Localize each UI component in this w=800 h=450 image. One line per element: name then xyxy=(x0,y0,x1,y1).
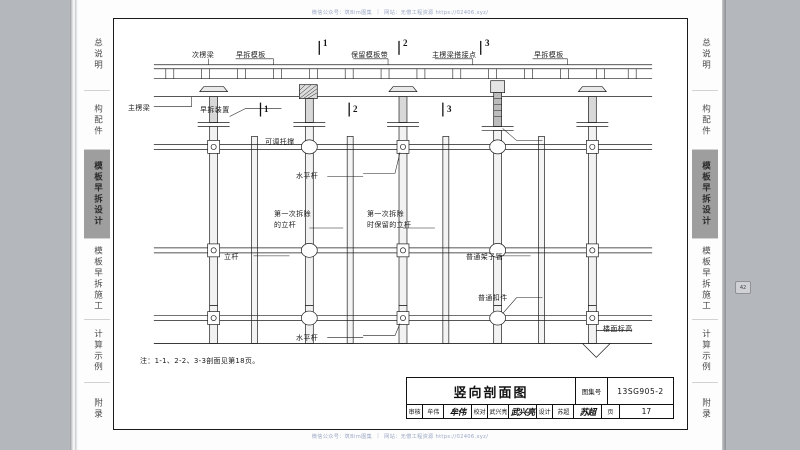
label-putong-koujian: 普通扣件 xyxy=(478,294,508,302)
drawing-title: 竖向剖面图 xyxy=(453,385,529,401)
label-zhuleingliang: 主楞梁 xyxy=(128,104,151,112)
section-marker-mid-3: 3 xyxy=(447,104,452,114)
title-block-bottom-row: 审核 牟伟 牟伟 校对 武兴亮 武兴亮 设计 苏超 苏超 页 17 xyxy=(407,405,673,418)
tab-label: 计算示例 xyxy=(92,329,103,373)
tab-label: 构配件 xyxy=(700,103,711,137)
title-block: 竖向剖面图 图集号 13SG905-2 审核 牟伟 牟伟 校对 武兴亮 武兴亮 … xyxy=(406,377,674,419)
review-name: 牟伟 xyxy=(423,405,445,418)
atlas-no-value: 13SG905-2 xyxy=(607,378,673,404)
label-putong-jiaziguan: 普通架子管 xyxy=(466,253,503,261)
label-shuipinggan-upper: 水平杆 xyxy=(296,172,319,180)
watermark-separator: | xyxy=(377,9,380,15)
section-marker-mid-1: 1 xyxy=(264,104,269,114)
label-ligan: 立杆 xyxy=(224,253,239,261)
label-baoliu-mobandai: 保留模板带 xyxy=(351,51,388,59)
label-loumian-biaogao: 楼面标高 xyxy=(603,325,633,333)
sidebar-item-jisuanshili-left[interactable]: 计算示例 xyxy=(84,320,110,383)
watermark-site-footer: 网站：无偿工程资源 https://02406.xyz/ xyxy=(384,433,489,440)
sidebar-item-mobanzaochaishigong-right[interactable]: 模板早拆施工 xyxy=(692,239,718,320)
sidebar-item-fulu-right[interactable]: 附录 xyxy=(692,383,718,435)
book-edge-left xyxy=(70,0,80,450)
page-number-badge[interactable]: 42 xyxy=(735,281,751,294)
label-zaochai-moban-1: 早拆模板 xyxy=(236,51,266,59)
section-marker-mid-2: 2 xyxy=(353,104,358,114)
atlas-no-label: 图集号 xyxy=(575,378,607,404)
tab-label: 计算示例 xyxy=(700,329,711,373)
sidebar-right: 总说明 构配件 模板早拆设计 模板早拆施工 计算示例 附录 xyxy=(692,18,718,435)
tab-label: 模板早拆施工 xyxy=(700,246,711,312)
watermark-account-footer: 微信公众号：筑Bim图集 xyxy=(311,433,373,440)
review-signature: 牟伟 xyxy=(444,405,472,418)
review-label: 审核 xyxy=(407,405,424,418)
section-marker-top-3: 3 xyxy=(485,38,490,48)
section-drawing-svg xyxy=(153,40,653,358)
sidebar-item-zongshuoming-right[interactable]: 总说明 xyxy=(692,18,718,91)
sidebar-item-jisuanshili-right[interactable]: 计算示例 xyxy=(692,320,718,383)
drawing-canvas xyxy=(114,19,687,429)
tab-label: 模板早拆设计 xyxy=(700,161,711,227)
watermark-site: 网站：无偿工程资源 https://02406.xyz/ xyxy=(384,9,489,16)
drawing-frame: 次楞梁 早拆模板 保留模板带 主楞梁搭接点 早拆模板 1 2 3 1 2 3 主… xyxy=(113,18,688,430)
label-zaochai-zhuangzhi: 早拆装置 xyxy=(200,106,230,114)
sidebar-item-goupeijian-right[interactable]: 构配件 xyxy=(692,91,718,150)
sidebar-left: 总说明 构配件 模板早拆设计 模板早拆施工 计算示例 附录 xyxy=(84,18,110,435)
tab-label: 模板早拆设计 xyxy=(92,161,103,227)
design-name: 苏超 xyxy=(553,405,575,418)
sidebar-item-zongshuoming-left[interactable]: 总说明 xyxy=(84,18,110,91)
tab-label: 附录 xyxy=(92,398,103,420)
drawing-note: 注：1-1、2-2、3-3剖面见第18页。 xyxy=(140,357,260,365)
watermark-account: 微信公众号：筑Bim图集 xyxy=(311,9,373,16)
title-block-top-row: 竖向剖面图 图集号 13SG905-2 xyxy=(407,378,673,405)
page-number-badge-label: 42 xyxy=(739,284,747,291)
sidebar-item-mobanzaochaishigong-left[interactable]: 模板早拆施工 xyxy=(84,239,110,320)
check-signature: 武兴亮 xyxy=(509,405,537,418)
tab-label: 总说明 xyxy=(92,37,103,71)
design-label: 设计 xyxy=(537,405,554,418)
label-zaochai-moban-2: 早拆模板 xyxy=(534,51,564,59)
watermark-header: 微信公众号：筑Bim图集 | 网站：无偿工程资源 https://02406.x… xyxy=(78,4,722,20)
tab-label: 模板早拆施工 xyxy=(92,246,103,312)
page-label: 页 xyxy=(602,405,620,418)
check-name: 武兴亮 xyxy=(488,405,510,418)
section-marker-top-1: 1 xyxy=(323,38,328,48)
label-diyici-chaichu-ligan: 第一次拆除 的立杆 xyxy=(274,210,311,229)
tab-label: 附录 xyxy=(700,398,711,420)
sidebar-item-fulu-left[interactable]: 附录 xyxy=(84,383,110,435)
tab-label: 总说明 xyxy=(700,37,711,71)
label-shuipinggan-lower: 水平杆 xyxy=(296,334,319,342)
label-zhuleingliang-dajiedian: 主楞梁搭接点 xyxy=(432,51,477,59)
watermark-footer: 微信公众号：筑Bim图集 | 网站：无偿工程资源 https://02406.x… xyxy=(78,428,722,444)
label-ketiao-tuocheng: 可调托撑 xyxy=(265,138,295,146)
label-cileingliang: 次楞梁 xyxy=(192,51,215,59)
design-signature: 苏超 xyxy=(574,405,602,418)
watermark-separator-footer: | xyxy=(377,433,380,439)
sidebar-item-mobanzaochaisheji-left[interactable]: 模板早拆设计 xyxy=(84,150,110,239)
sidebar-item-mobanzaochaisheji-right[interactable]: 模板早拆设计 xyxy=(692,150,718,239)
check-label: 校对 xyxy=(472,405,489,418)
section-marker-top-2: 2 xyxy=(403,38,408,48)
tab-label: 构配件 xyxy=(92,103,103,137)
sidebar-item-goupeijian-left[interactable]: 构配件 xyxy=(84,91,110,150)
page-value: 17 xyxy=(641,407,652,416)
label-diyici-chaichu-baoliu: 第一次拆除 时保留的立杆 xyxy=(367,210,412,229)
